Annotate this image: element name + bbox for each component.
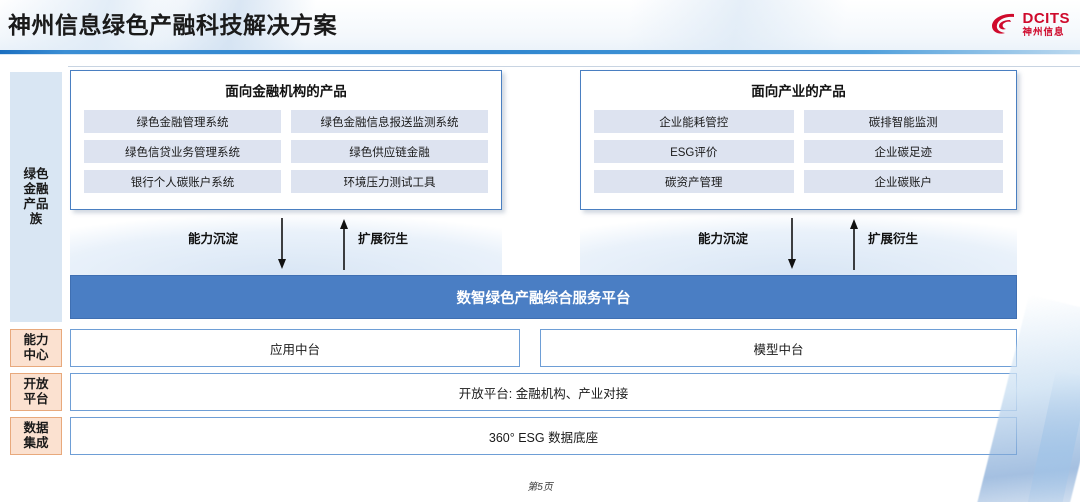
product-chip[interactable]: 企业碳账户 bbox=[803, 170, 1003, 193]
product-chip[interactable]: 绿色金融管理系统 bbox=[84, 110, 281, 133]
sidebar-item-open-platform: 开放平台 bbox=[10, 373, 62, 411]
product-chip[interactable]: 企业碳足迹 bbox=[803, 140, 1003, 163]
row-model-middle-platform[interactable]: 模型中台 bbox=[540, 329, 1017, 367]
flow-label-expansion-derivation: 扩展衍生 bbox=[358, 232, 409, 246]
page-number: 第5页 bbox=[527, 482, 553, 493]
product-chip[interactable]: 银行个人碳账户系统 bbox=[84, 170, 281, 193]
arrow-down-icon bbox=[786, 218, 798, 270]
sidebar-item-label: 数据集成 bbox=[23, 420, 49, 450]
dcits-swoosh-icon bbox=[990, 11, 1018, 37]
sidebar-item-label: 绿色金融产品族 bbox=[23, 166, 49, 227]
product-chip[interactable]: 碳资产管理 bbox=[594, 170, 794, 193]
flow-label-expansion-derivation: 扩展衍生 bbox=[868, 232, 919, 246]
row-application-middle-platform[interactable]: 应用中台 bbox=[70, 329, 520, 367]
sidebar-item-capability-center: 能力中心 bbox=[10, 329, 62, 367]
flow-label-capability-precipitation: 能力沉淀 bbox=[188, 232, 239, 246]
header-divider-gray bbox=[68, 66, 1080, 67]
logo-wordmark: DCITS 神州信息 bbox=[1023, 11, 1071, 38]
row-data-foundation[interactable]: 360° ESG 数据底座 bbox=[70, 417, 1017, 455]
header-divider-soft bbox=[0, 54, 1080, 55]
platform-bar[interactable]: 数智绿色产融综合服务平台 bbox=[70, 275, 1017, 319]
product-chip[interactable]: 碳排智能监测 bbox=[803, 110, 1003, 133]
row-open-platform[interactable]: 开放平台: 金融机构、产业对接 bbox=[70, 373, 1017, 411]
product-chip[interactable]: 绿色供应链金融 bbox=[291, 140, 488, 163]
logo-text-en: DCITS bbox=[1022, 9, 1070, 27]
chip-grid: 绿色金融管理系统 绿色金融信息报送监测系统 绿色信贷业务管理系统 绿色供应链金融… bbox=[71, 100, 501, 193]
flow-group-right: 能力沉淀 扩展衍生 bbox=[580, 216, 1017, 274]
sidebar-item-green-finance-product-family: 绿色金融产品族 bbox=[10, 72, 62, 322]
company-logo: DCITS 神州信息 bbox=[990, 8, 1071, 40]
chip-grid: 企业能耗管控 碳排智能监测 ESG评价 企业碳足迹 碳资产管理 企业碳账户 bbox=[581, 100, 1016, 193]
slide-header: 神州信息绿色产融科技解决方案 DCITS 神州信息 bbox=[0, 0, 1080, 52]
panel-title: 面向产业的产品 bbox=[751, 84, 846, 99]
flow-group-left: 能力沉淀 扩展衍生 bbox=[70, 216, 502, 274]
arrow-up-icon bbox=[848, 218, 860, 270]
product-chip[interactable]: 环境压力测试工具 bbox=[291, 170, 488, 193]
panel-financial-institution-products: 面向金融机构的产品 绿色金融管理系统 绿色金融信息报送监测系统 绿色信贷业务管理… bbox=[70, 70, 502, 210]
panel-title: 面向金融机构的产品 bbox=[225, 84, 347, 99]
logo-text-cn: 神州信息 bbox=[1022, 26, 1065, 38]
header-divider-blue bbox=[0, 50, 1080, 54]
sidebar-item-label: 能力中心 bbox=[23, 332, 49, 362]
product-chip[interactable]: ESG评价 bbox=[594, 140, 794, 163]
panel-industry-products: 面向产业的产品 企业能耗管控 碳排智能监测 ESG评价 企业碳足迹 碳资产管理 … bbox=[580, 70, 1017, 210]
sidebar-item-data-integration: 数据集成 bbox=[10, 417, 62, 455]
arrow-down-icon bbox=[276, 218, 288, 270]
flow-label-capability-precipitation: 能力沉淀 bbox=[698, 232, 749, 246]
sidebar-item-label: 开放平台 bbox=[23, 376, 49, 406]
product-chip[interactable]: 绿色金融信息报送监测系统 bbox=[291, 110, 488, 133]
product-chip[interactable]: 企业能耗管控 bbox=[594, 110, 794, 133]
page-title: 神州信息绿色产融科技解决方案 bbox=[8, 12, 337, 38]
arrow-up-icon bbox=[338, 218, 350, 270]
product-chip[interactable]: 绿色信贷业务管理系统 bbox=[84, 140, 281, 163]
